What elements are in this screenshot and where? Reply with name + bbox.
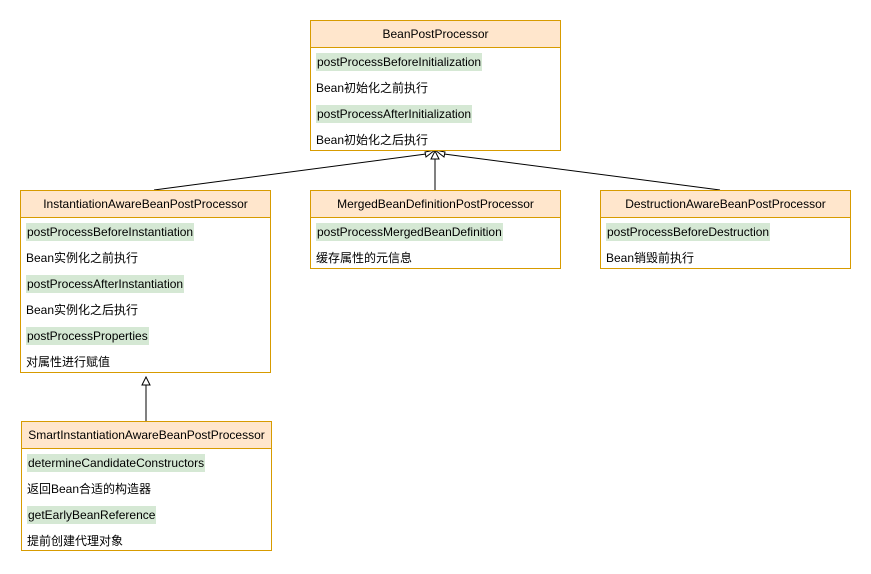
method-name: determineCandidateConstructors: [27, 454, 206, 472]
class-instantiation-aware-bean-post-processor[interactable]: InstantiationAwareBeanPostProcessor post…: [20, 190, 271, 373]
class-title: BeanPostProcessor: [311, 21, 560, 48]
method-name: postProcessAfterInitialization: [316, 105, 473, 123]
class-members: postProcessMergedBeanDefinition 缓存属性的元信息: [311, 218, 560, 271]
class-title: SmartInstantiationAwareBeanPostProcessor: [22, 422, 271, 449]
edge-instantiation-aware-to-bean-post-processor: [153, 153, 427, 191]
method-description: 提前创建代理对象: [27, 534, 124, 548]
method-description: Bean初始化之后执行: [316, 133, 429, 147]
edge-destruction-aware-to-bean-post-processor: [443, 153, 721, 191]
class-members: determineCandidateConstructors 返回Bean合适的…: [22, 449, 271, 554]
method-description: 返回Bean合适的构造器: [27, 482, 152, 496]
method-description: Bean初始化之前执行: [316, 81, 429, 95]
class-smart-instantiation-aware-bean-post-processor[interactable]: SmartInstantiationAwareBeanPostProcessor…: [21, 421, 272, 551]
class-members: postProcessBeforeInstantiation Bean实例化之前…: [21, 218, 270, 375]
inheritance-arrowhead: [430, 149, 440, 160]
method-name: postProcessBeforeInitialization: [316, 53, 483, 71]
inheritance-arrowhead: [141, 375, 151, 386]
class-title: MergedBeanDefinitionPostProcessor: [311, 191, 560, 218]
inheritance-arrowhead: [434, 149, 446, 158]
class-bean-post-processor[interactable]: BeanPostProcessor postProcessBeforeIniti…: [310, 20, 561, 151]
method-name: getEarlyBeanReference: [27, 506, 157, 524]
method-description: 对属性进行赋值: [26, 355, 111, 369]
class-title: InstantiationAwareBeanPostProcessor: [21, 191, 270, 218]
class-members: postProcessBeforeDestruction Bean销毁前执行: [601, 218, 850, 271]
method-description: 缓存属性的元信息: [316, 251, 413, 265]
inheritance-arrowhead: [424, 149, 436, 158]
method-description: Bean实例化之前执行: [26, 251, 139, 265]
class-destruction-aware-bean-post-processor[interactable]: DestructionAwareBeanPostProcessor postPr…: [600, 190, 851, 269]
method-name: postProcessBeforeInstantiation: [26, 223, 195, 241]
class-title: DestructionAwareBeanPostProcessor: [601, 191, 850, 218]
class-members: postProcessBeforeInitialization Bean初始化之…: [311, 48, 560, 153]
method-description: Bean销毁前执行: [606, 251, 695, 265]
method-name: postProcessMergedBeanDefinition: [316, 223, 503, 241]
method-name: postProcessAfterInstantiation: [26, 275, 185, 293]
method-name: postProcessBeforeDestruction: [606, 223, 771, 241]
method-description: Bean实例化之后执行: [26, 303, 139, 317]
class-merged-bean-definition-post-processor[interactable]: MergedBeanDefinitionPostProcessor postPr…: [310, 190, 561, 269]
method-name: postProcessProperties: [26, 327, 149, 345]
